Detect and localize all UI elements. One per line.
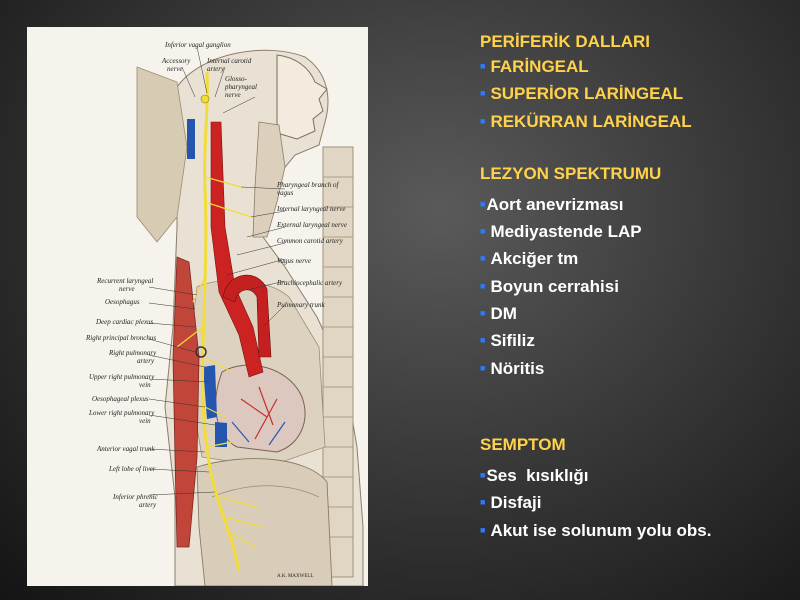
content-panel: PERİFERİK DALLARI ■FARİNGEAL ■SUPERİOR L… — [480, 31, 795, 544]
label-glosso: Glosso- — [225, 75, 247, 83]
list-item: ■Sifiliz — [480, 331, 535, 351]
bronchus-ring — [195, 346, 207, 358]
peripheral-branches-list: ■FARİNGEAL ■SUPERİOR LARİNGEAL ■REKÜRRAN… — [480, 53, 795, 135]
square-bullet-icon: ■ — [480, 61, 486, 71]
section-peripheral-branches: PERİFERİK DALLARI ■FARİNGEAL ■SUPERİOR L… — [480, 31, 795, 135]
anatomy-illustration: Inferior vagal ganglion Accessory nerve … — [27, 27, 368, 586]
label-recurrent-laryngeal-2: nerve — [119, 285, 135, 293]
label-inferior-phrenic-2: artery — [139, 501, 157, 509]
square-bullet-icon: ■ — [480, 335, 486, 346]
label-internal-carotid-2: artery — [207, 65, 225, 73]
label-inferior-phrenic: Inferior phrenic — [112, 493, 159, 501]
heart — [215, 364, 306, 453]
vagus-nerve-diagram: Inferior vagal ganglion Accessory nerve … — [85, 41, 364, 586]
label-pharyngeal-branch-2: vagus — [277, 189, 294, 197]
label-accessory-nerve: Accessory — [161, 57, 191, 65]
neck-muscles — [136, 66, 188, 243]
square-bullet-icon: ■ — [480, 226, 486, 237]
label-right-principal-bronchus: Right principal bronchus — [85, 334, 156, 342]
label-glosso-3: nerve — [225, 91, 241, 99]
label-lower-right-pulmonary-vein: Lower right pulmonary — [88, 409, 155, 417]
list-item: ■REKÜRRAN LARİNGEAL — [480, 111, 692, 131]
stomach-liver — [196, 458, 333, 586]
square-bullet-icon: ■ — [480, 497, 486, 508]
square-bullet-icon: ■ — [480, 469, 486, 480]
label-oesophagus: Oesophagus — [105, 298, 140, 306]
symptom-list: ■Ses kısıklığı ■Disfaji ■Akut ise solunu… — [480, 462, 795, 544]
label-lower-right-pulmonary-vein-2: vein — [139, 417, 151, 425]
list-item: ■Ses kısıklığı — [480, 465, 589, 485]
oesophagus-muscle — [172, 256, 200, 548]
square-bullet-icon: ■ — [480, 253, 486, 264]
list-item: ■DM — [480, 304, 517, 324]
section-title: SEMPTOM — [480, 434, 566, 454]
square-bullet-icon: ■ — [480, 198, 486, 209]
square-bullet-icon: ■ — [480, 115, 486, 126]
label-anterior-vagal-trunk: Anterior vagal trunk — [96, 445, 155, 453]
section-symptom: SEMPTOM ■Ses kısıklığı ■Disfaji ■Akut is… — [480, 434, 795, 544]
label-internal-carotid: Internal carotid — [206, 57, 252, 65]
section-title: PERİFERİK DALLARI — [480, 32, 650, 51]
pulmonary-veins — [203, 365, 227, 447]
label-internal-laryngeal: Internal laryngeal nerve — [276, 205, 345, 213]
vagus-branches — [176, 176, 263, 548]
vagal-ganglion — [200, 94, 210, 104]
square-bullet-icon: ■ — [480, 88, 486, 99]
label-deep-cardiac-plexus: Deep cardiac plexus — [95, 318, 154, 326]
label-accessory-nerve-2: nerve — [167, 65, 183, 73]
lesion-spectrum-list: ■Aort anevrizması ■Mediyastende LAP ■Akc… — [480, 191, 795, 382]
list-item: ■FARİNGEAL — [480, 57, 589, 76]
square-bullet-icon: ■ — [480, 524, 486, 535]
jugular-vein — [187, 119, 195, 159]
label-vagus-nerve: Vagus nerve — [277, 257, 311, 265]
list-item: ■Nöritis — [480, 358, 545, 378]
list-item: ■Akut ise solunum yolu obs. — [480, 520, 712, 540]
label-common-carotid: Common carotid artery — [277, 237, 344, 245]
larynx-trachea — [252, 121, 286, 238]
list-item: ■SUPERİOR LARİNGEAL — [480, 84, 684, 104]
label-pharyngeal-branch: Pharyngeal branch of — [276, 181, 339, 189]
list-item: ■Boyun cerrahisi — [480, 276, 619, 296]
label-right-pulmonary-artery: Right pulmonary — [108, 349, 157, 357]
face-profile — [276, 54, 328, 140]
label-right-pulmonary-artery-2: artery — [137, 357, 155, 365]
label-glosso-2: pharyngeal — [224, 83, 257, 91]
label-oesophageal-plexus: Oesophageal plexus — [92, 395, 149, 403]
label-signature: A.K. MAXWELL — [277, 574, 314, 579]
list-item: ■Disfaji — [480, 493, 542, 513]
carotid-aorta — [210, 121, 264, 378]
aortic-arch — [222, 274, 272, 358]
label-inferior-vagal-ganglion: Inferior vagal ganglion — [164, 41, 231, 49]
section-lesion-spectrum: LEZYON SPEKTRUMU ■Aort anevrizması ■Medi… — [480, 163, 795, 382]
list-item: ■Aort anevrizması — [480, 194, 624, 214]
label-external-laryngeal: External laryngeal nerve — [276, 221, 347, 229]
square-bullet-icon: ■ — [480, 280, 486, 291]
label-pulmonary-trunk: Pulmonary trunk — [276, 301, 326, 309]
list-item: ■Mediyastende LAP — [480, 222, 642, 242]
label-left-lobe-liver: Left lobe of liver — [108, 465, 156, 473]
label-recurrent-laryngeal: Recurrent laryngeal — [96, 277, 153, 285]
section-title: LEZYON SPEKTRUMU — [480, 163, 662, 183]
list-item: ■Akciğer tm — [480, 249, 579, 269]
leader-lines — [148, 46, 286, 496]
square-bullet-icon: ■ — [480, 362, 486, 373]
label-upper-right-pulmonary-vein-2: vein — [139, 381, 151, 389]
square-bullet-icon: ■ — [480, 308, 486, 319]
label-brachiocephalic: Brachiocephalic artery — [277, 279, 343, 287]
label-upper-right-pulmonary-vein: Upper right pulmonary — [89, 373, 155, 381]
